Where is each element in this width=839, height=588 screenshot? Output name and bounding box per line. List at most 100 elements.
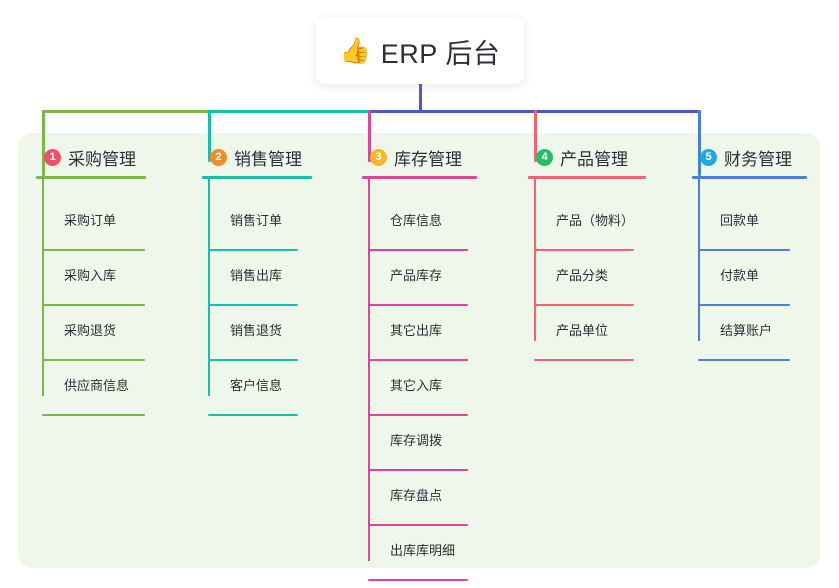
leaf-label: 供应商信息 [64,378,130,393]
leaf-item[interactable]: 采购入库 [42,251,145,306]
leaf-item[interactable]: 产品（物料） [534,196,634,251]
branch-header-1[interactable]: 1 采购管理 [36,146,136,169]
leaf-item[interactable]: 回款单 [698,196,790,251]
branch-title-3: 库存管理 [394,149,462,169]
diagram-background-panel [18,133,820,568]
branch-spine-1 [42,176,44,396]
leaf-item[interactable]: 销售退货 [208,306,298,361]
branch-header-3[interactable]: 3 库存管理 [362,146,462,169]
leaf-item[interactable]: 采购退货 [42,306,145,361]
leaf-rule [698,249,790,251]
branch-3: 3 库存管理仓库信息产品库存其它出库其它入库库存调拨库存盘点出库库明细 [362,146,477,581]
leaf-label: 产品单位 [556,323,609,338]
leaf-rule [698,304,790,306]
branch-badge-2: 2 [210,148,227,166]
leaf-label: 产品（物料） [556,213,635,228]
leaf-label: 客户信息 [230,378,283,393]
branch-rule-4 [528,176,646,179]
drop-4 [534,110,537,162]
branch-badge-3: 3 [370,148,387,166]
leaf-label: 采购入库 [64,268,117,283]
branch-1: 1 采购管理采购订单采购入库采购退货供应商信息 [36,146,146,416]
leaf-item[interactable]: 其它入库 [368,361,468,416]
branch-rule-3 [362,176,477,179]
branch-spine-2 [208,176,210,396]
leaf-rule [42,304,145,306]
leaf-item[interactable]: 其它出库 [368,306,468,361]
branch-rule-2 [202,176,312,179]
leaf-label: 付款单 [720,268,760,283]
leaf-label: 采购订单 [64,213,117,228]
leaf-rule [698,359,790,361]
leaf-item[interactable]: 付款单 [698,251,790,306]
leaf-rule [208,304,298,306]
leaf-item[interactable]: 销售出库 [208,251,298,306]
branch-spine-4 [534,176,536,341]
leaf-rule [368,524,468,526]
leaf-label: 出库库明细 [390,543,456,558]
leaf-rule [208,359,298,361]
branch-rule-1 [36,176,146,179]
leaf-label: 销售退货 [230,323,283,338]
root-node[interactable]: 👍 ERP 后台 [316,18,524,84]
leaf-item[interactable]: 库存调拨 [368,416,468,471]
leaf-item[interactable]: 出库库明细 [368,526,468,581]
branch-spine-3 [368,176,370,561]
leaf-item[interactable]: 产品分类 [534,251,634,306]
leaf-rule [42,249,145,251]
leaf-rule [208,249,298,251]
leaf-label: 采购退货 [64,323,117,338]
trunk-segment-green [42,110,208,113]
leaf-rule [368,414,468,416]
drop-5 [698,110,701,176]
branch-title-1: 采购管理 [68,149,136,169]
leaf-label: 销售出库 [230,268,283,283]
leaf-rule [368,304,468,306]
leaf-label: 产品库存 [390,268,443,283]
leaf-label: 库存盘点 [390,488,443,503]
branch-title-4: 产品管理 [560,149,628,169]
leaf-rule [534,249,634,251]
leaf-label: 其它出库 [390,323,443,338]
leaf-label: 产品分类 [556,268,609,283]
leaf-item[interactable]: 库存盘点 [368,471,468,526]
drop-2 [208,110,211,162]
leaf-label: 回款单 [720,213,760,228]
leaf-rule [208,414,298,416]
leaf-label: 销售订单 [230,213,283,228]
trunk-segment-teal [208,110,368,113]
leaf-item[interactable]: 客户信息 [208,361,298,416]
branch-spine-5 [698,176,700,341]
branch-badge-1: 1 [44,148,61,166]
leaf-rule [368,579,468,581]
root-title: ERP 后台 [380,38,501,69]
leaf-item[interactable]: 采购订单 [42,196,145,251]
leaf-rule [368,249,468,251]
leaf-item[interactable]: 仓库信息 [368,196,468,251]
leaf-label: 仓库信息 [390,213,443,228]
leaf-rule [42,414,145,416]
leaf-item[interactable]: 产品单位 [534,306,634,361]
leaf-label: 其它入库 [390,378,443,393]
leaf-item[interactable]: 供应商信息 [42,361,145,416]
leaf-item[interactable]: 销售订单 [208,196,298,251]
drop-3 [368,110,371,162]
leaf-rule [368,359,468,361]
leaf-label: 库存调拨 [390,433,443,448]
leaf-rule [368,469,468,471]
leaf-item[interactable]: 产品库存 [368,251,468,306]
leaf-rule [42,359,145,361]
leaf-rule [534,359,634,361]
root-stem [419,84,422,112]
leaf-item[interactable]: 结算账户 [698,306,790,361]
branch-badge-5: 5 [700,148,717,166]
drop-1 [42,110,45,176]
leaf-label: 结算账户 [720,323,773,338]
